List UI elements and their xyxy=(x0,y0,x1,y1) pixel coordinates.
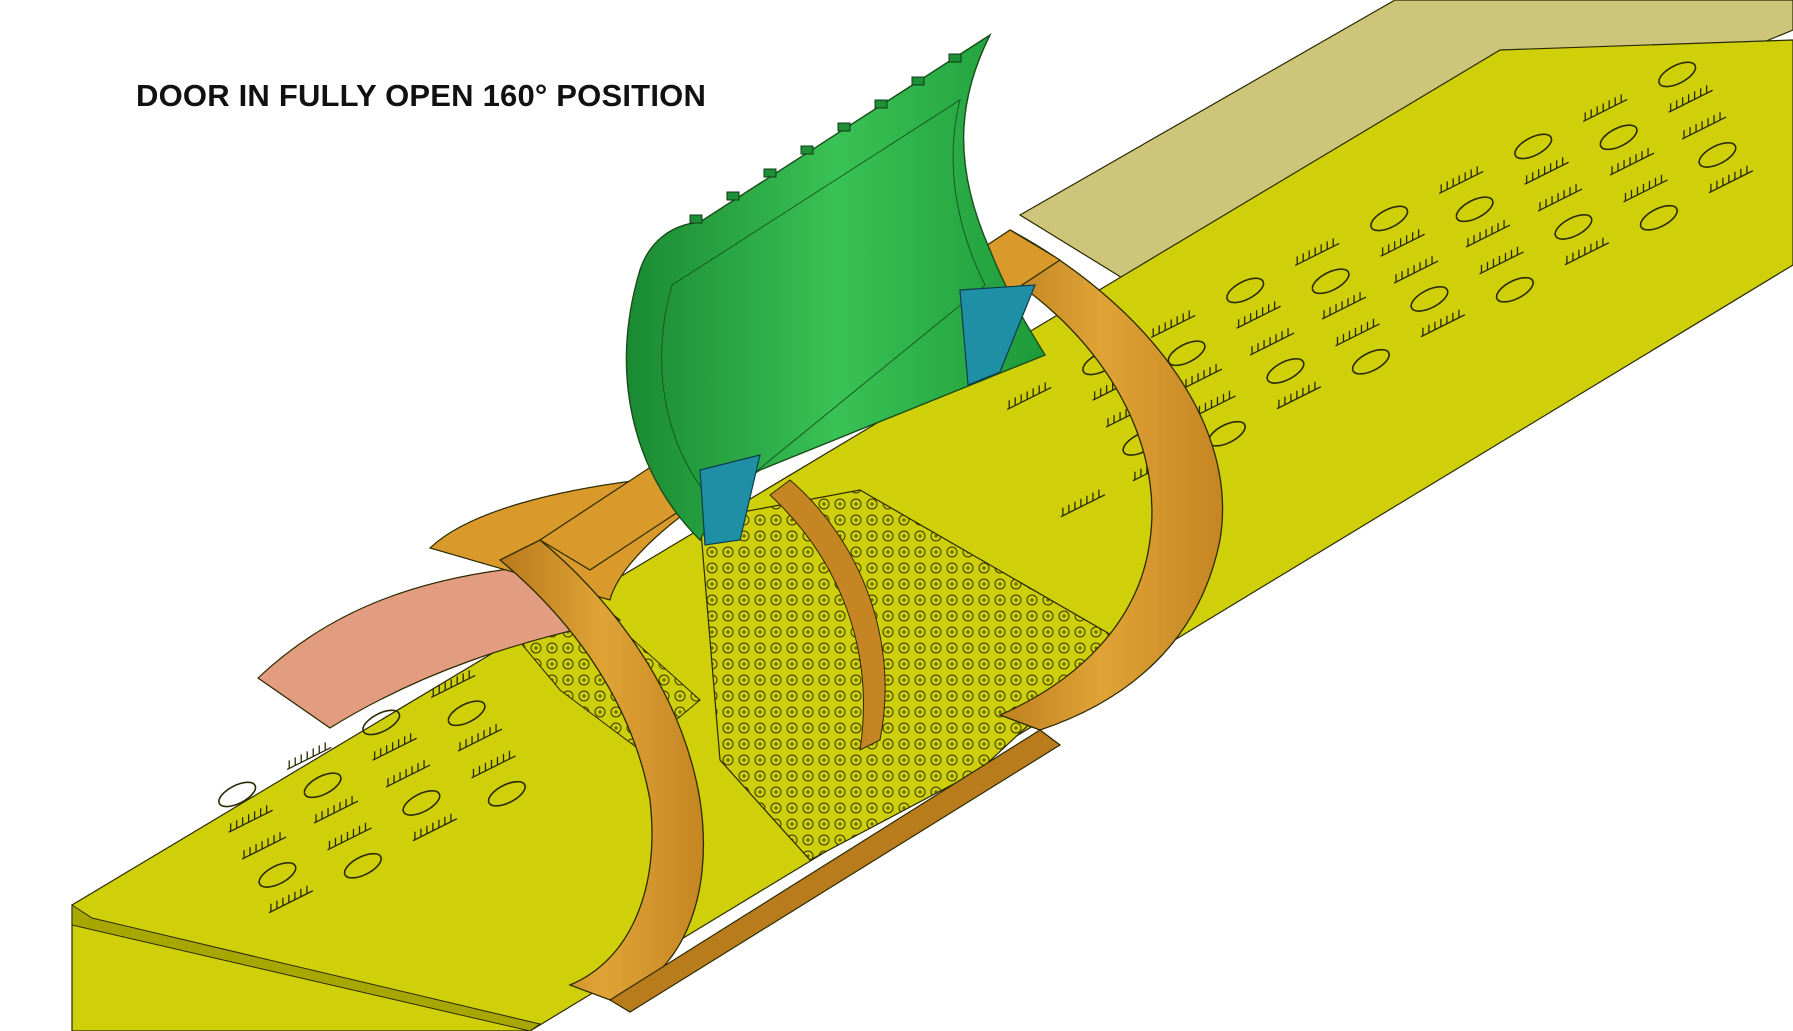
seat-track-comb xyxy=(1681,112,1727,140)
ring-fitting xyxy=(362,709,401,736)
seat-track-comb xyxy=(457,724,503,752)
seat-track-comb xyxy=(1609,148,1655,176)
seat-track-comb xyxy=(1708,165,1754,194)
ring-fitting xyxy=(1410,286,1449,312)
seat-track-comb xyxy=(1564,237,1610,266)
seat-track-comb xyxy=(313,796,359,824)
ring-fitting xyxy=(1351,348,1390,375)
ring-fitting xyxy=(343,852,382,879)
door-latch-fitting xyxy=(948,53,962,63)
nose-fairing xyxy=(257,564,622,729)
door-hinge-aft xyxy=(959,284,1036,386)
seat-track-comb xyxy=(228,805,273,833)
seat-track-comb xyxy=(1276,381,1322,410)
seat-track-comb xyxy=(1236,301,1281,329)
ring-fitting xyxy=(1514,133,1553,160)
seat-track-comb xyxy=(1150,310,1196,339)
seat-track-comb xyxy=(1537,184,1583,212)
ring-fitting xyxy=(1370,205,1409,232)
ring-fitting xyxy=(1554,214,1593,240)
seat-track-comb xyxy=(471,750,516,779)
floor-edge xyxy=(71,904,542,1031)
ring-fitting xyxy=(1311,268,1350,295)
seat-track-comb xyxy=(1582,94,1628,123)
seat-track-comb xyxy=(385,760,431,788)
seat-track-comb xyxy=(1623,174,1668,203)
seat-track-comb xyxy=(1438,166,1484,195)
ring-fitting xyxy=(1599,124,1638,151)
door-latch-fitting xyxy=(763,168,777,178)
door-latch-fitting xyxy=(911,76,925,86)
barrel-ring-forward xyxy=(498,539,705,1001)
seat-track-comb xyxy=(372,733,417,761)
ring-fitting xyxy=(487,780,526,807)
seat-track-comb xyxy=(1380,229,1425,257)
ring-fitting xyxy=(402,790,441,816)
seat-track-comb xyxy=(1420,309,1466,338)
floor-seat-track-features xyxy=(218,61,1754,914)
ring-fitting xyxy=(1455,196,1494,223)
door-latch-fitting xyxy=(874,99,888,109)
ring-fitting xyxy=(1495,276,1534,303)
seat-track-comb xyxy=(1294,238,1340,267)
door-latch-fitting xyxy=(726,191,740,201)
ring-fitting xyxy=(218,781,257,808)
seat-track-comb xyxy=(1060,489,1106,518)
ring-fitting xyxy=(258,862,297,888)
door-hinge-forward xyxy=(699,454,761,546)
seat-track-comb xyxy=(1465,220,1511,248)
barrel-mid-frame xyxy=(769,479,886,751)
ring-fitting xyxy=(1226,277,1265,304)
ring-fitting xyxy=(1266,358,1305,384)
cargo-door xyxy=(625,33,1047,542)
seat-track-comb xyxy=(286,742,332,771)
seat-track-comb xyxy=(1479,246,1524,275)
seat-track-comb xyxy=(327,822,372,851)
door-latch-fitting xyxy=(800,145,814,155)
seat-track-comb xyxy=(1249,328,1295,356)
door-inner-frame xyxy=(661,98,986,506)
seat-track-comb xyxy=(268,885,314,914)
seat-track-comb xyxy=(1006,382,1052,411)
seat-track-comb xyxy=(1321,292,1367,320)
ring-fitting xyxy=(1698,142,1737,168)
barrel-lower-shell xyxy=(608,729,1062,1013)
diagram-caption: DOOR IN FULLY OPEN 160° POSITION xyxy=(136,78,707,113)
seat-track-comb xyxy=(1335,318,1380,347)
seat-track-comb xyxy=(1668,85,1713,113)
seat-track-comb xyxy=(430,670,476,699)
seat-track-comb xyxy=(1393,256,1439,284)
door-latch-fitting xyxy=(689,214,703,224)
ring-fitting xyxy=(303,772,342,799)
seat-track-comb xyxy=(1524,157,1569,185)
seat-track-comb xyxy=(412,813,458,842)
seat-track-comb xyxy=(241,832,287,860)
door-latch-fittings xyxy=(689,53,962,224)
ring-fitting xyxy=(447,700,486,727)
door-latch-fitting xyxy=(837,122,851,132)
ring-fitting xyxy=(1639,204,1678,231)
ring-fitting xyxy=(1658,61,1697,88)
